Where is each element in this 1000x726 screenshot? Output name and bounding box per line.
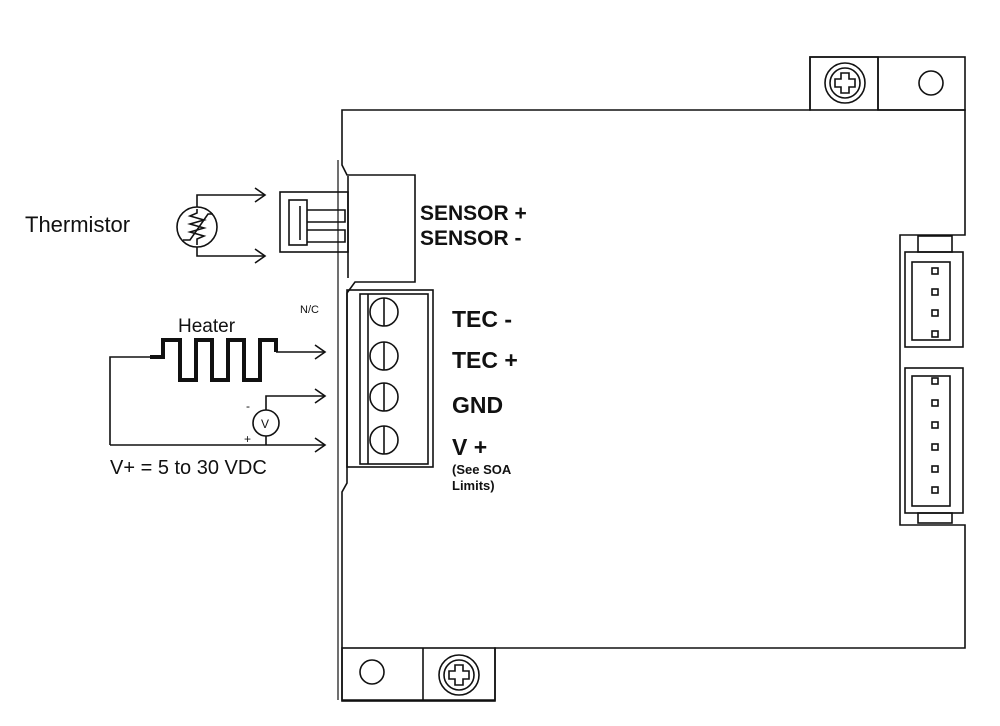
mounting-hole-icon bbox=[359, 659, 385, 685]
meter-minus-sign: - bbox=[246, 399, 250, 413]
terminal-block bbox=[346, 289, 434, 468]
supply-voltage-label: V+ = 5 to 30 VDC bbox=[110, 457, 267, 479]
right-connector-large bbox=[904, 367, 964, 524]
voltmeter-symbol: V bbox=[261, 417, 269, 431]
tec-minus-label: TEC - bbox=[452, 306, 512, 332]
mounting-ear-top bbox=[809, 56, 966, 111]
nc-label: N/C bbox=[300, 304, 319, 316]
vplus-label: V + bbox=[452, 434, 487, 460]
board-outline bbox=[337, 56, 966, 701]
voltmeter-icon bbox=[252, 388, 327, 445]
meter-plus-sign: + bbox=[244, 432, 251, 446]
sensor-connector bbox=[279, 191, 349, 253]
heater-resistor-icon bbox=[109, 338, 327, 445]
sensor-plus-label: SENSOR + bbox=[420, 202, 527, 225]
right-connector-small bbox=[904, 235, 964, 348]
sensor-minus-label: SENSOR - bbox=[420, 227, 522, 250]
supply-wire bbox=[110, 437, 327, 453]
soa-note-line2: Limits) bbox=[452, 478, 495, 493]
heater-label: Heater bbox=[178, 316, 236, 337]
mounting-ear-bottom bbox=[341, 647, 496, 702]
screw-terminal-icon bbox=[369, 297, 399, 327]
screw-terminal-icon bbox=[369, 425, 399, 455]
screw-terminal-icon bbox=[369, 382, 399, 412]
gnd-label: GND bbox=[452, 392, 503, 418]
soa-note-line1: (See SOA bbox=[452, 462, 512, 477]
thermistor-symbol-icon bbox=[176, 187, 267, 264]
mounting-screw-icon bbox=[824, 62, 866, 104]
mounting-screw-icon bbox=[438, 654, 480, 696]
tec-plus-label: TEC + bbox=[452, 347, 518, 373]
screw-terminal-icon bbox=[369, 341, 399, 371]
mounting-hole-icon bbox=[918, 70, 944, 96]
thermistor-label: Thermistor bbox=[25, 212, 130, 237]
